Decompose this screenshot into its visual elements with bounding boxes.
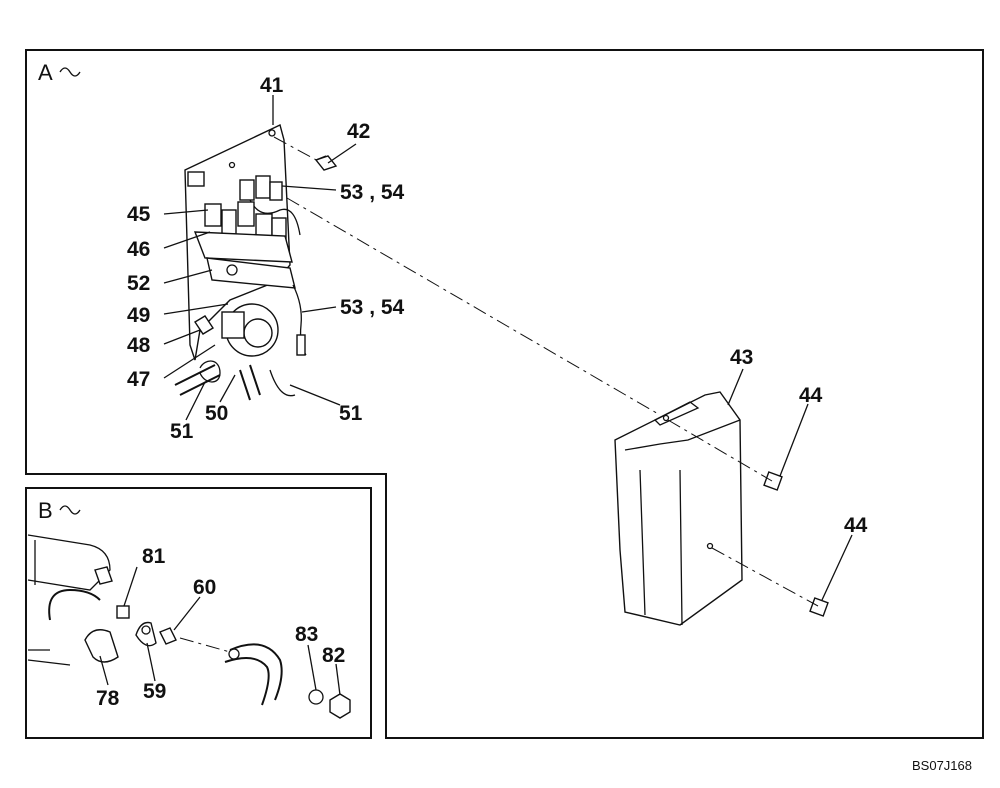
callout-42: 42 [347, 120, 370, 143]
callout-78: 78 [96, 687, 120, 710]
relay-cluster-45 [204, 201, 287, 241]
cover-43-tab [653, 401, 700, 426]
hose-51-right [269, 369, 296, 397]
callout-43: 43 [730, 346, 753, 369]
section-b-parts [27, 534, 351, 719]
plate-hole-mid [228, 161, 236, 169]
callout-45: 45 [127, 203, 151, 226]
leader-lines [99, 95, 853, 696]
callout-49: 49 [127, 304, 150, 327]
plate-bolt-left [187, 171, 205, 187]
hose-51-left [174, 364, 221, 396]
callout-44-lower: 44 [844, 514, 868, 537]
washer-83 [308, 689, 324, 705]
cylinder-body [27, 534, 111, 591]
bracket-46 [193, 231, 293, 263]
fitting [94, 566, 113, 585]
relay-cluster-53-54 [239, 175, 301, 236]
plate-hole-top [268, 129, 276, 137]
frame-section-b [25, 487, 372, 739]
callout-83: 83 [295, 623, 318, 646]
nut-81 [116, 605, 130, 619]
guide-line-44-upper [667, 419, 773, 482]
section-label-b: B [38, 498, 53, 523]
callout-82: 82 [322, 644, 345, 667]
clip-48 [194, 315, 214, 335]
callout-52: 52 [127, 272, 150, 295]
callout-51-left: 51 [170, 420, 194, 443]
nut-82 [329, 693, 351, 719]
callout-51-right: 51 [339, 402, 363, 425]
callout-53-54-lower: 53 , 54 [340, 296, 405, 319]
callout-81: 81 [142, 545, 166, 568]
callout-60: 60 [193, 576, 216, 599]
bolt-60 [159, 627, 177, 645]
callout-50: 50 [205, 402, 228, 425]
callout-53-54-upper: 53 , 54 [340, 181, 405, 204]
callout-41: 41 [260, 74, 284, 97]
cover-43 [614, 391, 743, 626]
tilde-a [59, 67, 81, 77]
relay-bracket-assembly [174, 124, 307, 401]
callout-46: 46 [127, 238, 150, 261]
callout-59: 59 [143, 680, 166, 703]
bolt-44-lower [809, 597, 829, 617]
tilde-b [59, 505, 81, 515]
hose-loop [48, 588, 101, 621]
guide-line-b [179, 637, 231, 653]
bolt-42 [314, 155, 338, 171]
callout-47: 47 [127, 368, 150, 391]
guide-line-42 [273, 136, 321, 163]
hose-50 [239, 364, 261, 401]
frame-section-a [25, 49, 984, 739]
bolt-44-upper [763, 471, 783, 491]
callout-48: 48 [127, 334, 151, 357]
drawing-code: BS07J168 [912, 758, 972, 773]
guide-line-44-lower [711, 547, 819, 607]
guide-line-43 [286, 197, 661, 416]
bolt-52 [226, 264, 238, 276]
callout-44-upper: 44 [799, 384, 823, 407]
hose-right [224, 643, 283, 706]
cap-78 [84, 629, 119, 663]
section-label-a: A [38, 60, 53, 85]
